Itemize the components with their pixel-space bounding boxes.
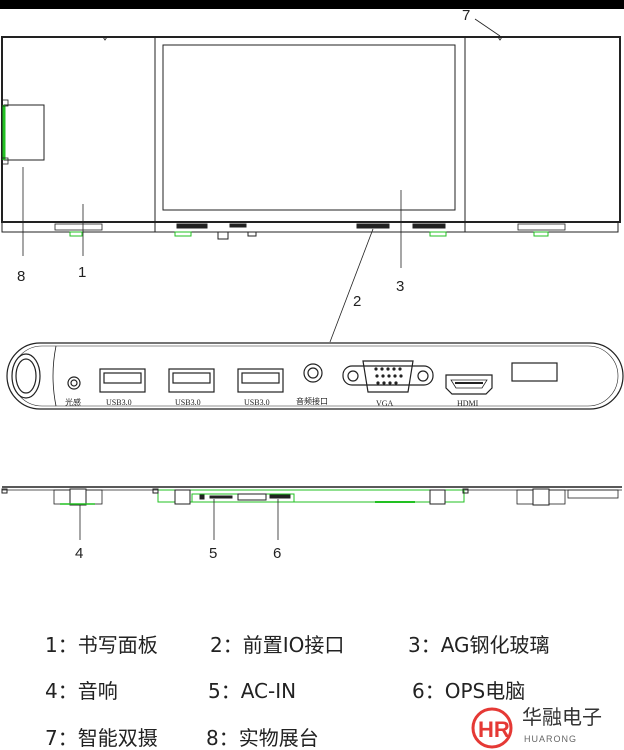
legend-item-7: 7：智能双摄 <box>45 726 158 750</box>
logo-name-cn: 华融电子 <box>522 705 602 729</box>
label-vga: VGA <box>376 399 394 408</box>
usb-port-icon <box>168 368 215 393</box>
hr-logo-mark-icon: HR <box>471 707 513 749</box>
label-hdmi: HDMI <box>457 399 479 408</box>
camera-lens <box>11 353 41 399</box>
legend-item-8: 8：实物展台 <box>206 726 319 750</box>
label-usb-2: USB3.0 <box>175 398 201 407</box>
glass-screen <box>162 44 456 211</box>
top-black-bar <box>0 0 624 9</box>
hdmi-port-icon <box>445 374 493 395</box>
huarong-logo: HR 华融电子 HUARONG <box>470 706 624 750</box>
logo-name-en: HUARONG <box>524 734 578 744</box>
usb-port-icon <box>237 368 284 393</box>
callout-1: 1 <box>78 264 86 281</box>
vga-port-icon <box>342 360 434 393</box>
legend-item-1: 1：书写面板 <box>45 633 158 657</box>
legend-item-6: 6：OPS电脑 <box>412 679 526 703</box>
legend-item-2: 2：前置IO接口 <box>210 633 345 657</box>
label-light-sensor: 光感 <box>65 397 81 407</box>
callout-7: 7 <box>462 7 470 24</box>
light-sensor-icon <box>67 376 81 390</box>
legend-item-3: 3：AG钢化玻璃 <box>408 633 550 657</box>
front-view <box>1 18 621 343</box>
usb-port-icon <box>99 368 146 393</box>
callout-5: 5 <box>209 545 217 562</box>
button-slot <box>511 362 558 382</box>
audio-jack-icon <box>303 363 323 383</box>
callout-4: 4 <box>75 545 83 562</box>
callout-2: 2 <box>353 293 361 310</box>
label-usb-1: USB3.0 <box>106 398 132 407</box>
label-usb-3: USB3.0 <box>244 398 270 407</box>
document-camera <box>1 99 45 165</box>
svg-text:HR: HR <box>478 717 510 742</box>
legend-item-4: 4：音响 <box>45 679 118 703</box>
front-io-panel <box>6 342 624 410</box>
callout-6: 6 <box>273 545 281 562</box>
bottom-view <box>1 486 622 540</box>
callout-3: 3 <box>396 278 404 295</box>
label-audio: 音频接口 <box>296 396 328 406</box>
callout-8: 8 <box>17 268 25 285</box>
legend-item-5: 5：AC-IN <box>208 679 297 703</box>
